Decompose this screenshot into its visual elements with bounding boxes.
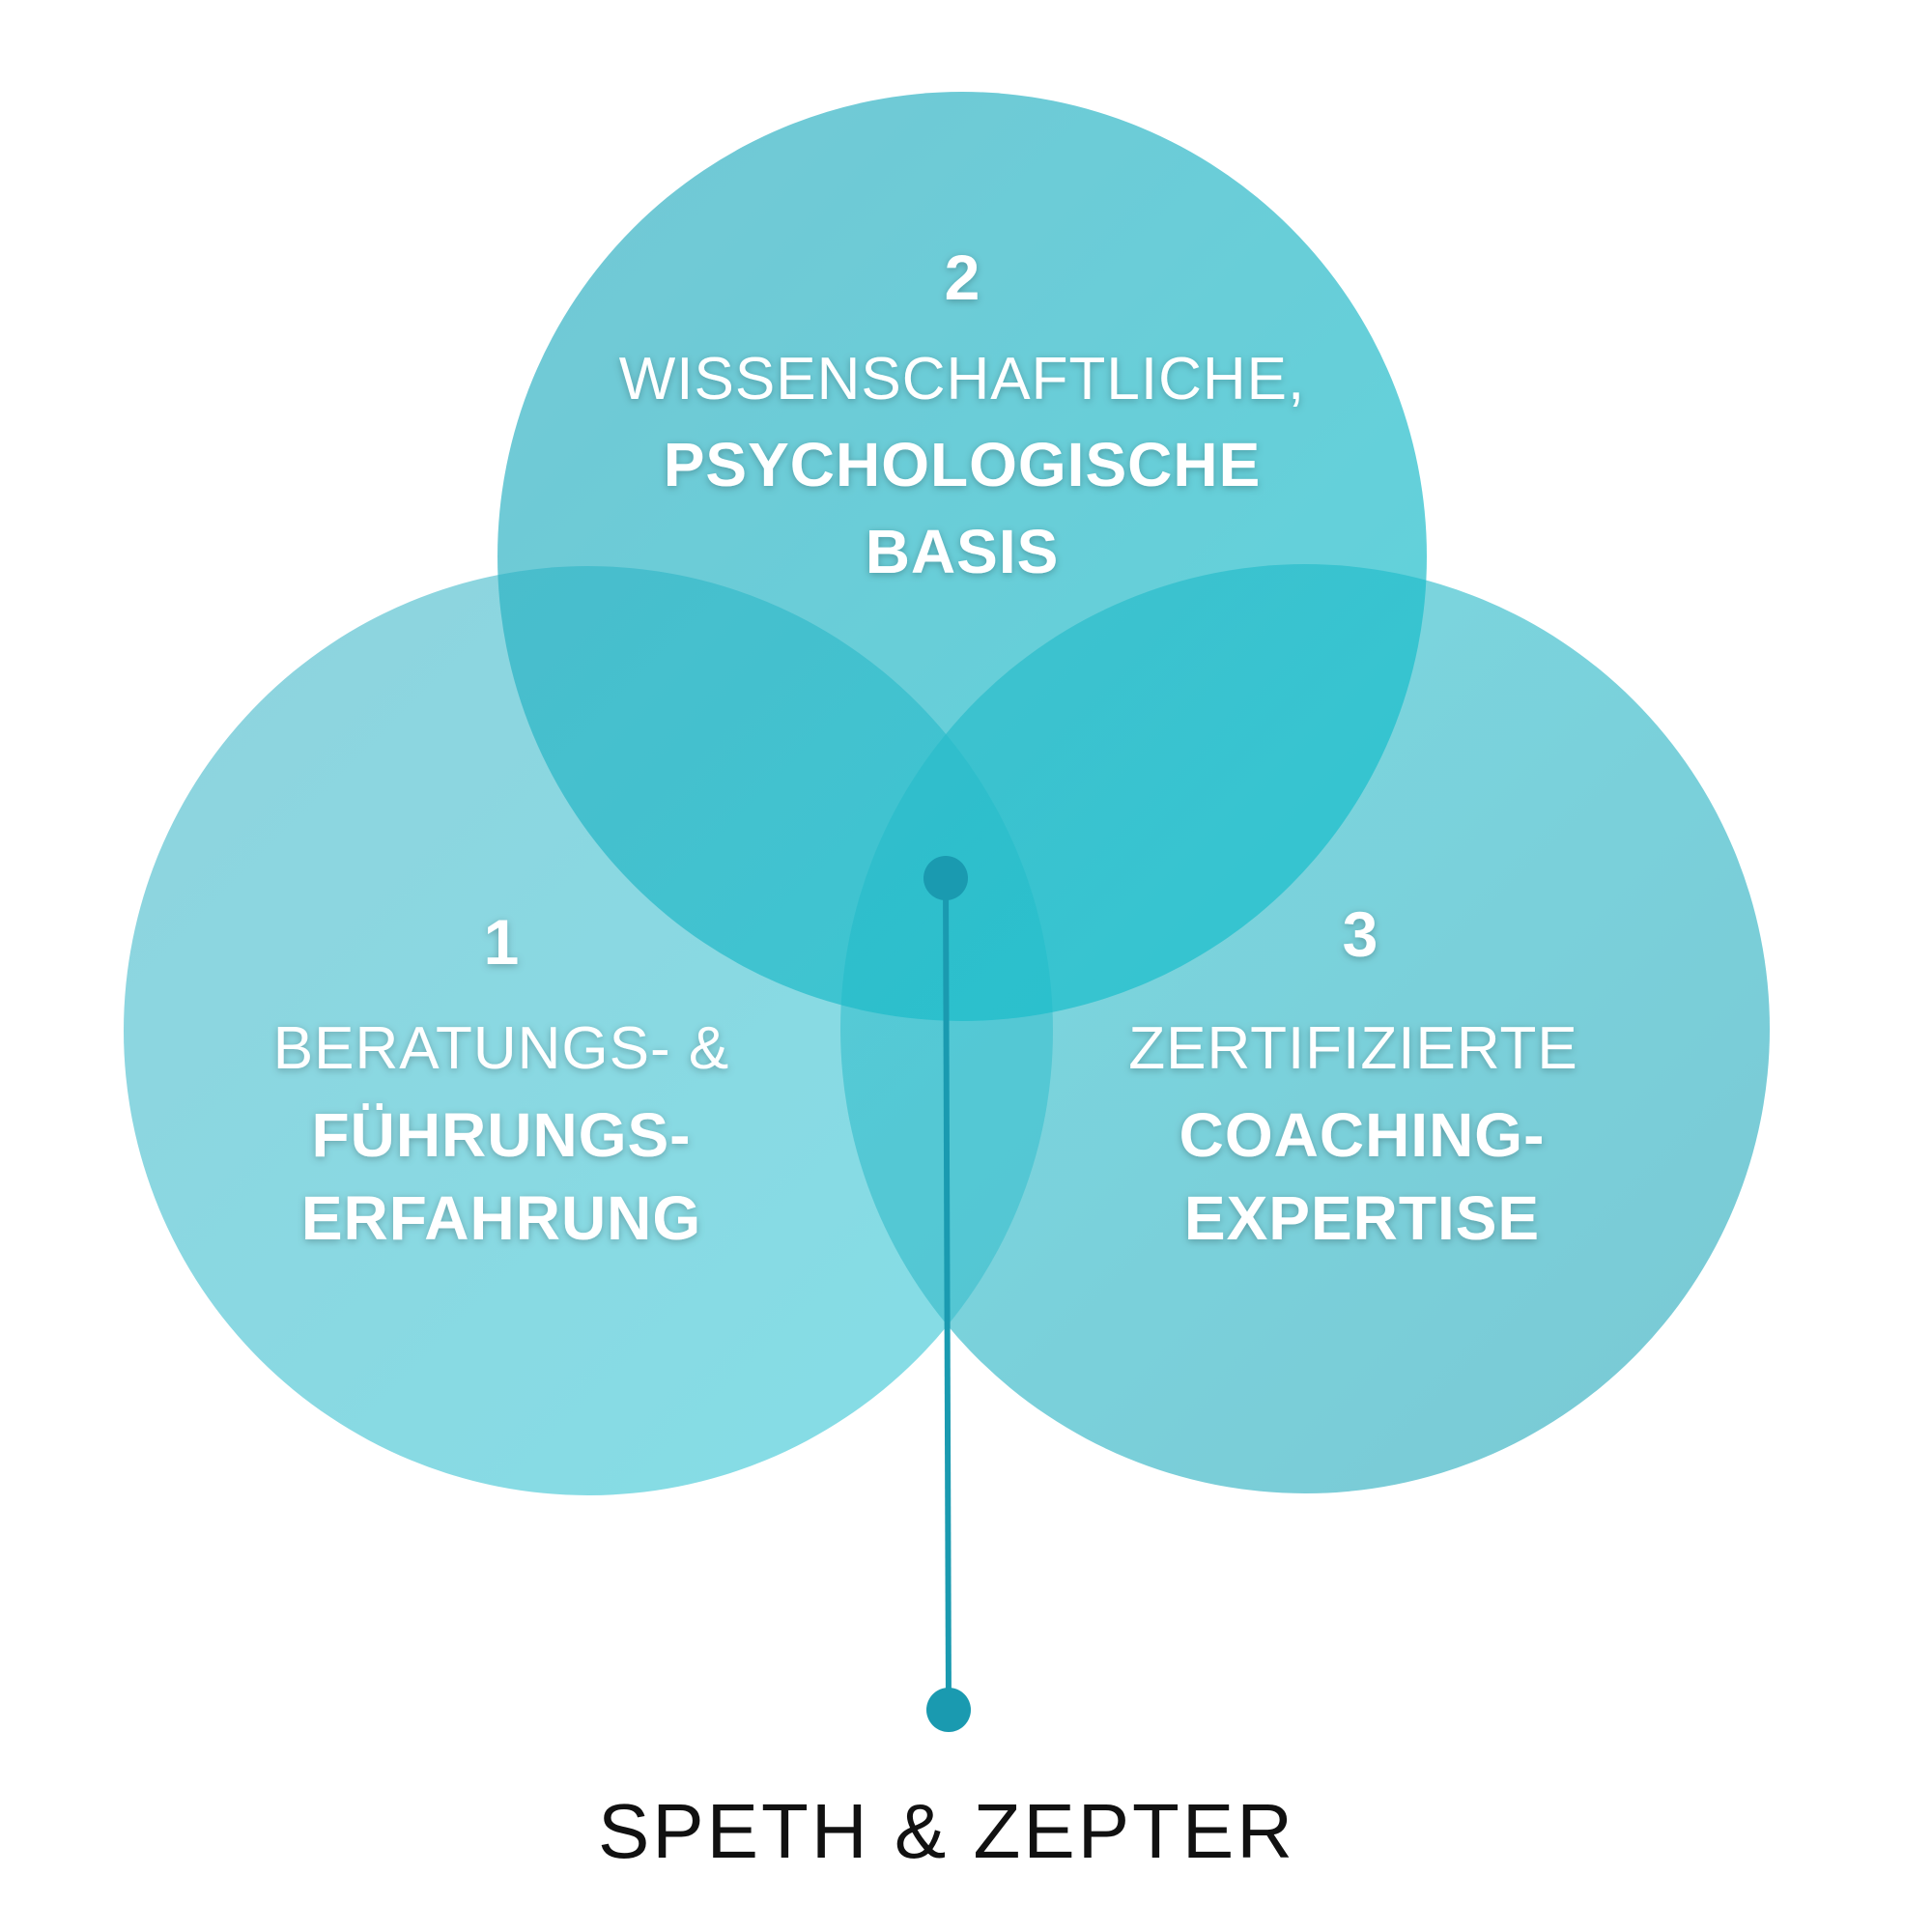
circle-3-number: 3 [1343, 898, 1378, 970]
brand-name: SPETH & ZEPTER [598, 1788, 1295, 1874]
circle-3-line2: COACHING- [1179, 1100, 1546, 1170]
circle-1-line3: ERFAHRUNG [301, 1183, 701, 1253]
circle-2-line2: PSYCHOLOGISCHE [664, 430, 1262, 499]
circle-3-line1: ZERTIFIZIERTE [1128, 1015, 1577, 1082]
circle-1-number: 1 [484, 906, 520, 978]
connector-line [943, 877, 952, 1711]
circle-3-line3: EXPERTISE [1184, 1183, 1540, 1253]
circle-2-line3: BASIS [866, 517, 1060, 586]
circle-1-label: 1 BERATUNGS- & FÜHRUNGS- ERFAHRUNG [273, 906, 729, 1253]
connector-dot-bottom [926, 1688, 971, 1732]
circle-2-line1: WISSENSCHAFTLICHE, [619, 346, 1305, 412]
circle-3-label: 3 ZERTIFIZIERTE COACHING- EXPERTISE [1128, 898, 1577, 1253]
circle-1-line2: FÜHRUNGS- [312, 1100, 692, 1170]
circle-2-label: 2 WISSENSCHAFTLICHE, PSYCHOLOGISCHE BASI… [619, 242, 1305, 586]
connector-dot-top [923, 856, 968, 900]
circle-2 [497, 92, 1427, 1021]
circle-1-line1: BERATUNGS- & [273, 1015, 729, 1082]
circle-2-number: 2 [945, 242, 980, 313]
